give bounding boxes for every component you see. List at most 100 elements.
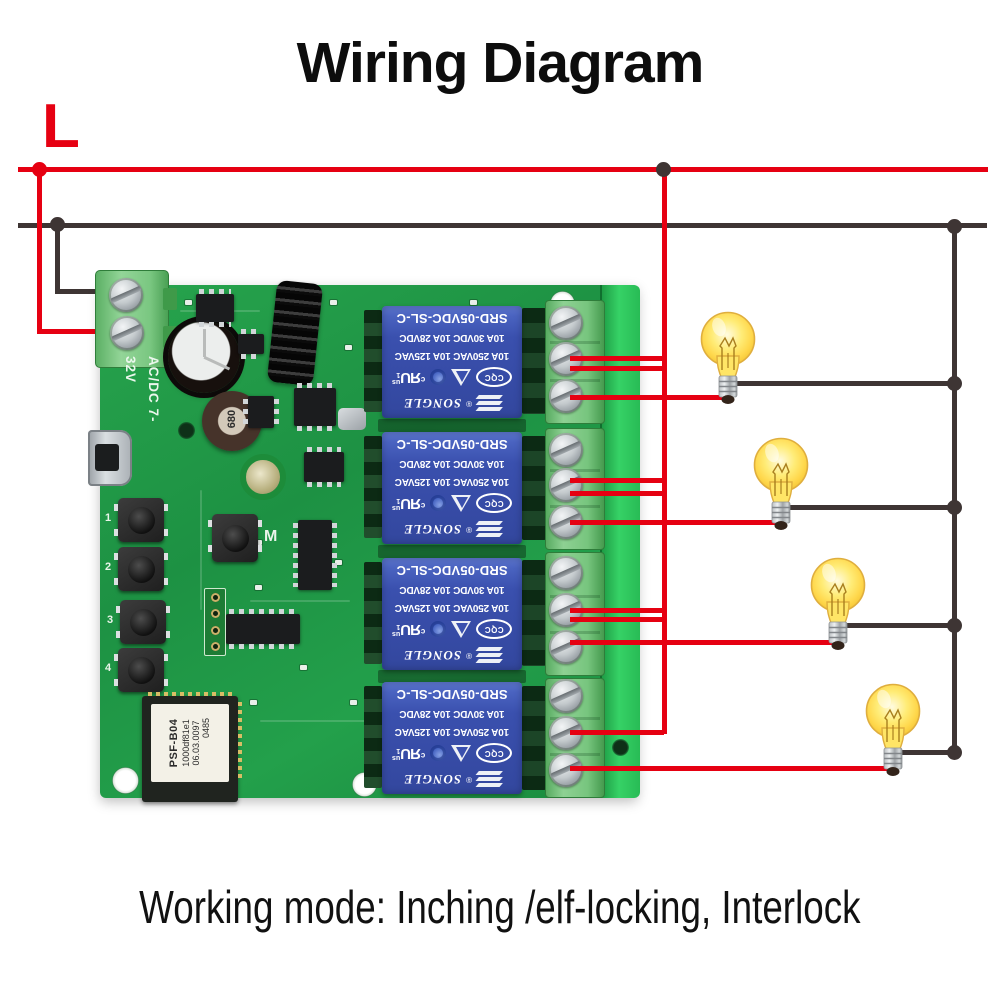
relay3-to-bulb-wire [570, 640, 836, 645]
channel-button-1 [114, 498, 168, 542]
pcb-trace [260, 720, 380, 722]
power-terminal-screw [109, 278, 143, 312]
relay-dc-rating: 10A 30VDC 10A 28VDC [399, 708, 505, 720]
mounting-hole [112, 767, 139, 794]
header-holes [204, 588, 226, 656]
terminal-tab [163, 288, 177, 310]
working-mode-caption: Working mode: Inching /elf-locking, Inte… [139, 881, 861, 933]
button-label-3: 3 [107, 614, 114, 626]
relay-ac-rating: 10A 250VAC 10A 125VAC [394, 601, 510, 613]
pcb-via-hole [178, 422, 195, 439]
power-terminal-screw [110, 316, 144, 350]
neutral-bus-wire [18, 222, 987, 228]
cqc-triangle-logo [451, 744, 472, 762]
relay-model: SRD-05VDC-SL-C [396, 687, 508, 702]
relay-brand: SONGLE [403, 396, 462, 412]
pcb-trace [250, 600, 350, 602]
button-label-1: 1 [105, 512, 112, 524]
relay-ac-rating: 10A 250VAC 10A 125VAC [394, 725, 510, 737]
terminal-screw [549, 433, 583, 467]
bulb4-return-wire [900, 749, 954, 755]
smd-pad [255, 585, 262, 590]
relay-rivet [430, 745, 447, 762]
light-bulb-2 [751, 432, 811, 532]
bulb3-return-wire [845, 622, 954, 628]
mode-button [208, 514, 262, 562]
relay-pin-slots [364, 310, 382, 412]
relay-brand: SONGLE [403, 522, 462, 538]
junction-dot [946, 744, 962, 760]
bulb1-return-wire [735, 380, 954, 386]
junction-dot [946, 617, 962, 633]
songle-stripes-logo [475, 770, 503, 789]
songle-stripes-logo [475, 520, 503, 539]
terminal-pin-slots [522, 686, 546, 790]
relay1-to-bulb-wire [570, 395, 726, 400]
relay-pin-slots [364, 562, 382, 664]
cqc-logo: CQC [476, 743, 512, 764]
light-bulb-3 [808, 552, 868, 652]
junction-dot [31, 161, 47, 177]
transistor [196, 289, 234, 327]
bulb-return-bus-wire [951, 225, 957, 754]
cqc-triangle-logo [451, 494, 472, 512]
songle-stripes-logo [475, 646, 503, 665]
relay-rivet [430, 621, 447, 638]
pcb-right-edge [600, 285, 640, 798]
terminal-screw [549, 306, 583, 340]
com-stub-wire [570, 355, 664, 361]
neutral-feed-in-wire [54, 288, 119, 294]
terminal-screw [549, 468, 583, 502]
com-stub-wire [570, 365, 664, 371]
mode-button-label: M [264, 528, 278, 545]
relay4-to-bulb-wire [570, 766, 891, 771]
terminal-pin-slots [522, 560, 546, 666]
songle-stripes-logo [475, 394, 503, 413]
electrolytic-capacitor [168, 321, 240, 393]
button-label-2: 2 [105, 561, 112, 573]
button-cap [221, 524, 249, 552]
relay-ac-rating: 10A 250VAC 10A 125VAC [394, 475, 510, 487]
terminal-screw [549, 679, 583, 713]
relay-model: SRD-05VDC-SL-C [396, 563, 508, 578]
line-l-label: L [42, 92, 80, 161]
live-feed-in-wire [36, 328, 125, 334]
cqc-logo: CQC [476, 619, 512, 640]
button-cap [127, 506, 155, 534]
live-bus-wire [18, 166, 988, 172]
smd-pad [330, 300, 337, 305]
light-bulb-1 [698, 306, 758, 406]
live-feed-down-wire [36, 169, 42, 331]
page-title: Wiring Diagram [296, 31, 705, 95]
micro-usb-port [88, 430, 132, 486]
smd-diode [243, 396, 279, 428]
relay-dc-rating: 10A 30VDC 10A 28VDC [399, 584, 505, 596]
junction-dot [946, 499, 962, 515]
junction-dot [946, 375, 962, 391]
relay-model: SRD-05VDC-SL-C [396, 311, 508, 326]
relay-pin-slots [364, 436, 382, 538]
smd-pad [300, 665, 307, 670]
relay-pin-slots [364, 686, 382, 788]
terminal-pin-slots [522, 308, 546, 414]
neutral-feed-down-wire [54, 225, 60, 293]
relay-dc-rating: 10A 30VDC 10A 28VDC [399, 332, 505, 344]
sop16-ic [293, 520, 337, 590]
relay-brand: SONGLE [403, 772, 462, 788]
relay-gap [378, 419, 526, 432]
smd-pad [345, 345, 352, 350]
com-stub-wire [570, 729, 664, 735]
bulb2-return-wire [790, 504, 954, 510]
sop8-ic [304, 447, 344, 487]
sop8-ic [294, 383, 336, 431]
smd-pad [250, 700, 257, 705]
wifi-module-label: PSF-B04 1000df81e1 06.03.0097 0485 [151, 704, 229, 782]
button-label-4: 4 [105, 662, 112, 674]
